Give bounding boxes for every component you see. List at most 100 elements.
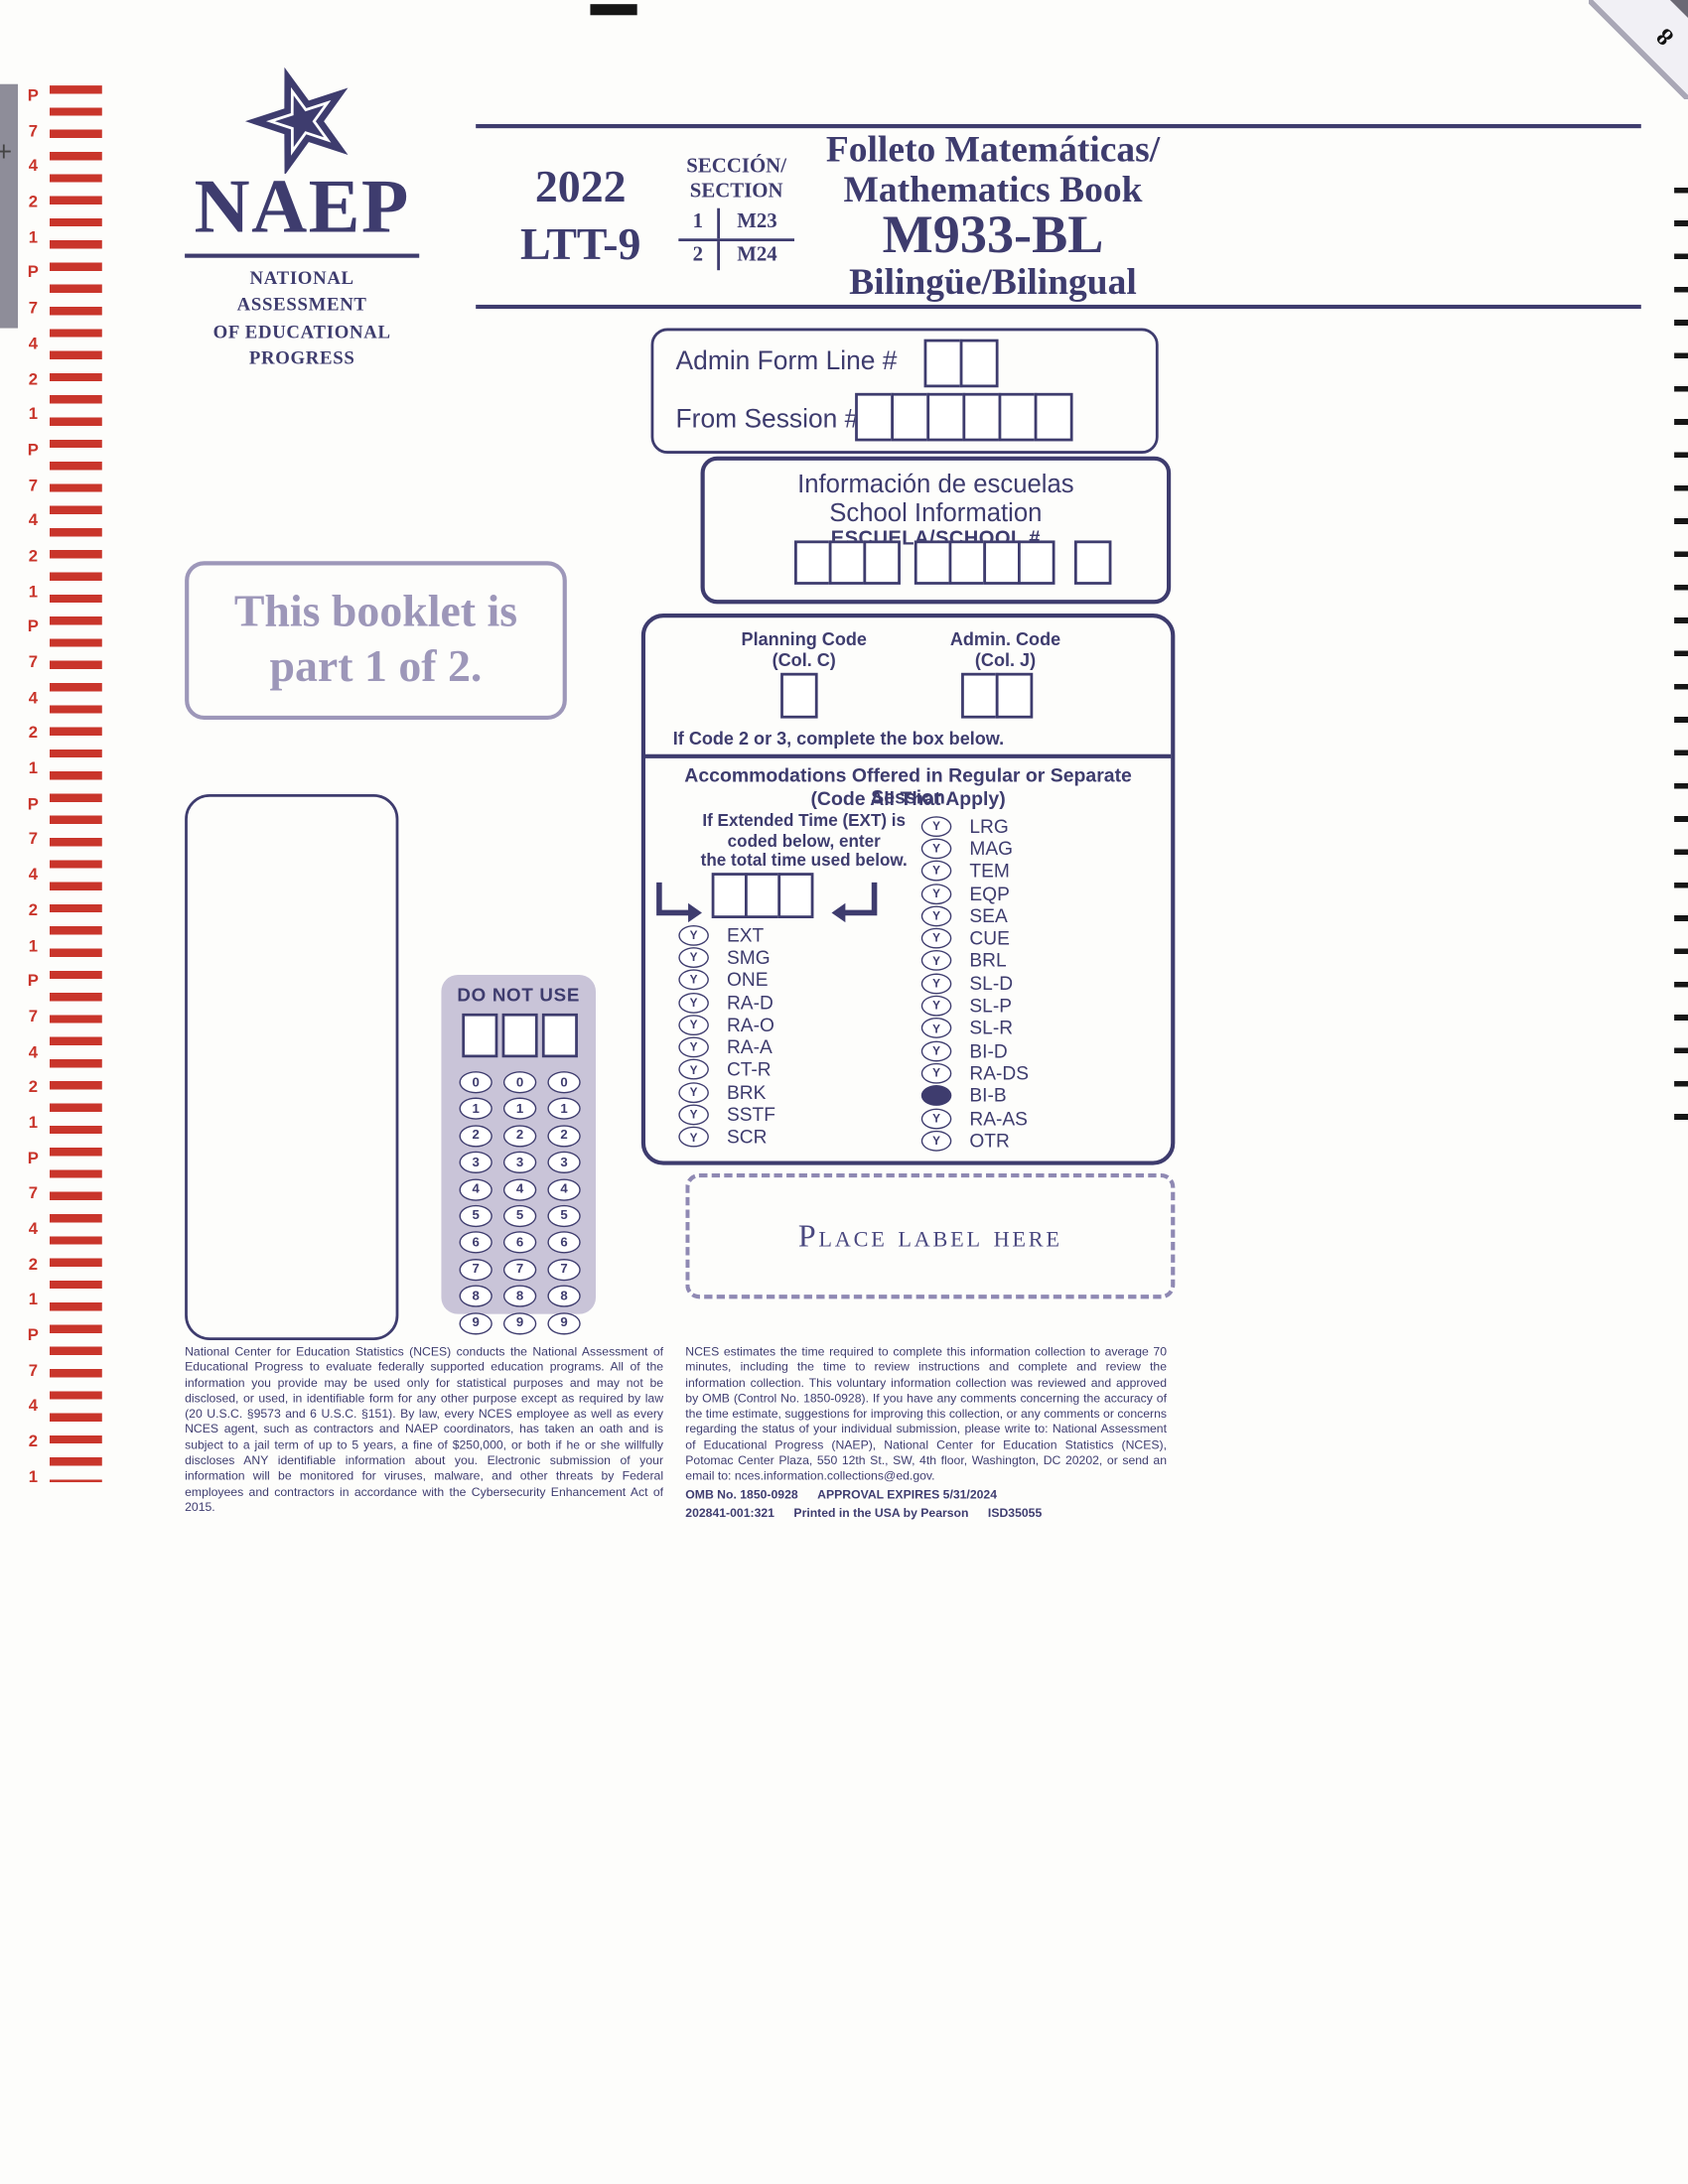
answer-bubble[interactable]: Y bbox=[678, 1059, 709, 1081]
accommodation-label: RA-D bbox=[726, 992, 774, 1014]
answer-bubble[interactable]: Y bbox=[920, 1107, 952, 1129]
entry-cell[interactable] bbox=[855, 392, 895, 442]
digit-bubble[interactable]: 1 bbox=[459, 1098, 492, 1121]
accommodation-label: SMG bbox=[726, 947, 771, 968]
digit-bubble[interactable]: 8 bbox=[547, 1285, 581, 1307]
accommodation-option: Y LRG bbox=[920, 815, 1029, 838]
entry-cell[interactable] bbox=[914, 540, 952, 585]
answer-bubble[interactable]: Y bbox=[678, 1127, 709, 1148]
entry-cell[interactable] bbox=[794, 540, 832, 585]
answer-bubble[interactable]: Y bbox=[678, 1036, 709, 1058]
book-subtitle: Bilingüe/Bilingual bbox=[849, 260, 1137, 303]
answer-bubble[interactable]: Y bbox=[678, 992, 709, 1014]
digit-bubble[interactable]: 2 bbox=[459, 1125, 492, 1148]
entry-cell[interactable] bbox=[863, 540, 901, 585]
accommodation-option: Y RA-A bbox=[678, 1036, 775, 1059]
entry-cell[interactable] bbox=[828, 540, 867, 585]
digit-bubble[interactable]: 5 bbox=[459, 1204, 492, 1228]
entry-cell[interactable] bbox=[948, 540, 987, 585]
bubble-letter: Y bbox=[932, 908, 940, 923]
digit-bubble[interactable]: 8 bbox=[459, 1285, 492, 1307]
digit-bubble[interactable]: 7 bbox=[502, 1258, 537, 1281]
digit-bubble[interactable]: 0 bbox=[459, 1071, 492, 1094]
answer-bubble[interactable]: Y bbox=[678, 1104, 709, 1126]
bubble-letter: Y bbox=[689, 1130, 698, 1145]
admin-code-label: Admin. Code bbox=[949, 628, 1061, 650]
entry-cell[interactable] bbox=[995, 672, 1034, 719]
entry-cell[interactable] bbox=[780, 672, 818, 719]
answer-bubble[interactable]: Y bbox=[920, 950, 952, 972]
answer-bubble[interactable]: Y bbox=[920, 1062, 952, 1084]
answer-bubble[interactable]: Y bbox=[920, 927, 952, 949]
answer-bubble[interactable]: Y bbox=[920, 1085, 952, 1107]
digit-bubble[interactable]: 1 bbox=[502, 1098, 537, 1121]
digit-bubble[interactable]: 7 bbox=[547, 1258, 581, 1281]
answer-bubble[interactable]: Y bbox=[678, 947, 709, 968]
bubble-letter: Y bbox=[932, 818, 940, 833]
digit-bubble[interactable]: 2 bbox=[547, 1125, 581, 1148]
digit-bubble[interactable]: 4 bbox=[502, 1177, 537, 1201]
planning-code-col: (Col. C) bbox=[772, 649, 836, 671]
digit-bubble[interactable]: 6 bbox=[459, 1231, 492, 1254]
answer-bubble[interactable]: Y bbox=[678, 1014, 709, 1035]
answer-bubble[interactable]: Y bbox=[920, 995, 952, 1017]
header-bottom-rule bbox=[476, 304, 1641, 309]
entry-cell[interactable] bbox=[961, 672, 999, 719]
digit-bubble[interactable]: 5 bbox=[502, 1204, 537, 1228]
entry-cell[interactable] bbox=[998, 392, 1038, 442]
answer-bubble[interactable]: Y bbox=[920, 838, 952, 860]
entry-cell[interactable] bbox=[1018, 540, 1055, 585]
digit-bubble[interactable]: 0 bbox=[502, 1071, 537, 1094]
digit-bubble[interactable]: 5 bbox=[547, 1204, 581, 1228]
digit-bubble[interactable]: 3 bbox=[547, 1151, 581, 1174]
entry-cell[interactable] bbox=[711, 873, 748, 919]
entry-cell[interactable] bbox=[959, 339, 999, 388]
digit-bubble[interactable]: 2 bbox=[502, 1125, 537, 1148]
entry-cell[interactable] bbox=[745, 873, 781, 919]
answer-bubble[interactable]: Y bbox=[678, 1081, 709, 1103]
answer-bubble[interactable]: Y bbox=[920, 1130, 952, 1152]
answer-bubble[interactable]: Y bbox=[920, 1018, 952, 1039]
entry-cell[interactable] bbox=[891, 392, 930, 442]
entry-cell[interactable] bbox=[777, 873, 814, 919]
accommodation-option: Y SSTF bbox=[678, 1104, 775, 1127]
answer-bubble[interactable]: Y bbox=[678, 924, 709, 946]
entry-cell[interactable] bbox=[462, 1013, 498, 1058]
timing-letter: 4 bbox=[28, 687, 38, 708]
entry-cell[interactable] bbox=[962, 392, 1002, 442]
entry-cell[interactable] bbox=[983, 540, 1021, 585]
answer-bubble[interactable]: Y bbox=[920, 905, 952, 927]
digit-bubble[interactable]: 7 bbox=[459, 1258, 492, 1281]
entry-cell[interactable] bbox=[501, 1013, 538, 1058]
entry-cell[interactable] bbox=[541, 1013, 578, 1058]
timing-letter: 4 bbox=[28, 510, 38, 530]
caption-line: OF EDUCATIONAL bbox=[212, 320, 391, 341]
digit-bubble[interactable]: 9 bbox=[502, 1311, 537, 1334]
digit-bubble[interactable]: 3 bbox=[502, 1151, 537, 1174]
answer-bubble[interactable]: Y bbox=[920, 860, 952, 882]
digit-bubble[interactable]: 1 bbox=[547, 1098, 581, 1121]
digit-bubble[interactable]: 8 bbox=[502, 1285, 537, 1307]
answer-bubble[interactable]: Y bbox=[678, 969, 709, 991]
digit-bubble[interactable]: 0 bbox=[547, 1071, 581, 1094]
entry-cell[interactable] bbox=[923, 339, 963, 388]
entry-cell[interactable] bbox=[926, 392, 966, 442]
entry-cell[interactable] bbox=[1073, 540, 1112, 585]
digit-bubble[interactable]: 6 bbox=[502, 1231, 537, 1254]
digit-bubble[interactable]: 6 bbox=[547, 1231, 581, 1254]
booklet-note-line: part 1 of 2. bbox=[269, 642, 483, 693]
answer-bubble[interactable]: Y bbox=[920, 1040, 952, 1061]
digit-bubble[interactable]: 4 bbox=[547, 1177, 581, 1201]
timing-letter: 2 bbox=[28, 545, 38, 566]
digit-bubble[interactable]: 9 bbox=[547, 1311, 581, 1334]
entry-cell[interactable] bbox=[1034, 392, 1073, 442]
bubble-letter: Y bbox=[932, 1043, 940, 1058]
digit-bubble[interactable]: 9 bbox=[459, 1311, 492, 1334]
digit-bubble[interactable]: 4 bbox=[459, 1177, 492, 1201]
page-fold-corner: 8 bbox=[1589, 0, 1688, 100]
answer-bubble[interactable]: Y bbox=[920, 815, 952, 837]
answer-bubble[interactable]: Y bbox=[920, 883, 952, 904]
digit-bubble[interactable]: 3 bbox=[459, 1151, 492, 1174]
accommodation-option: Y RA-O bbox=[678, 1014, 775, 1036]
answer-bubble[interactable]: Y bbox=[920, 973, 952, 994]
